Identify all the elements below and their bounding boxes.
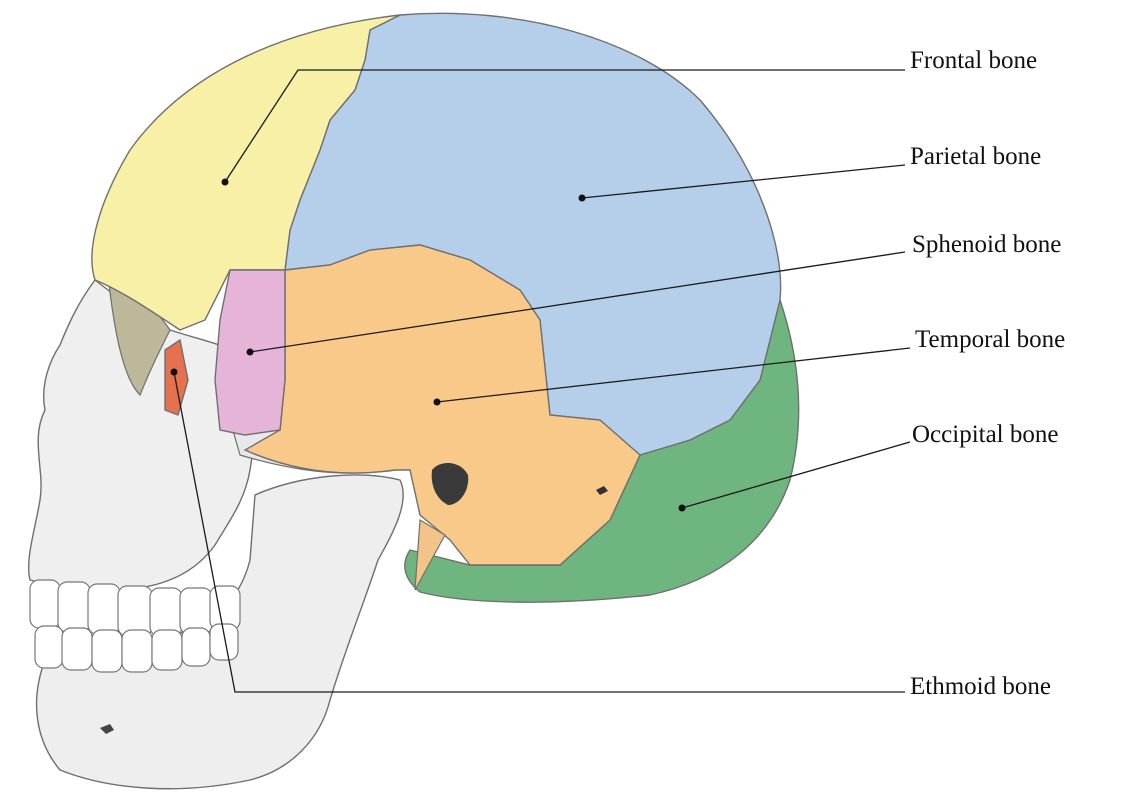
dot-temporal bbox=[434, 399, 441, 406]
dot-parietal bbox=[579, 195, 586, 202]
label-parietal-bone: Parietal bone bbox=[910, 143, 1041, 170]
label-ethmoid-bone: Ethmoid bone bbox=[910, 673, 1051, 700]
dot-frontal bbox=[222, 179, 229, 186]
label-occipital-bone: Occipital bone bbox=[912, 421, 1058, 448]
dot-ethmoid bbox=[171, 369, 178, 376]
upper-teeth bbox=[30, 580, 240, 636]
label-temporal-bone: Temporal bone bbox=[915, 326, 1065, 353]
label-frontal-bone: Frontal bone bbox=[910, 47, 1037, 74]
dot-sphenoid bbox=[247, 349, 254, 356]
dot-occipital bbox=[679, 505, 686, 512]
label-sphenoid-bone: Sphenoid bone bbox=[912, 231, 1061, 258]
labels: Frontal bone Parietal bone Sphenoid bone… bbox=[910, 47, 1065, 700]
